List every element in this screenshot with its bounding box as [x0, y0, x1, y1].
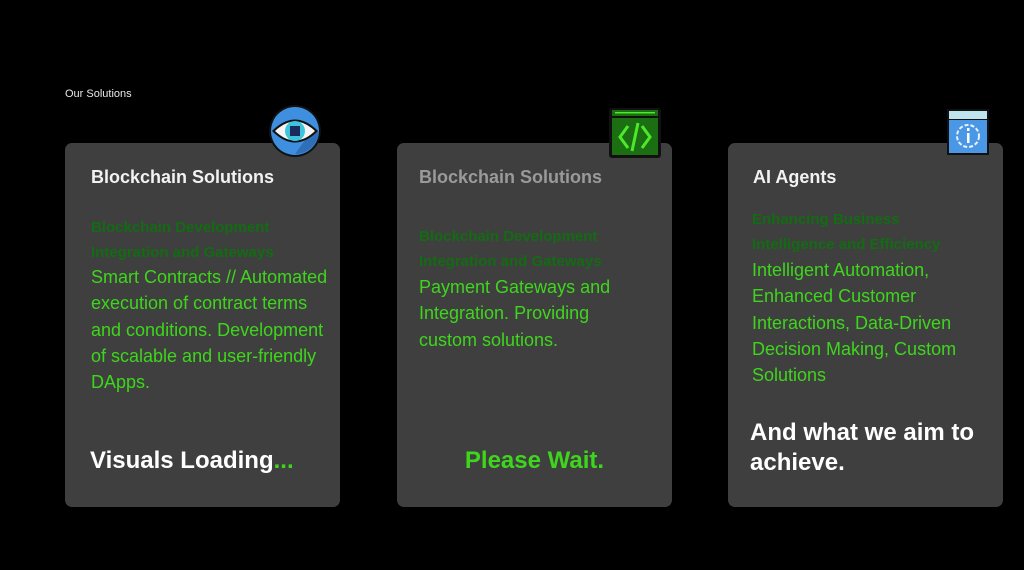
solution-card-ai-agents: AI Agents Enhancing Business Intelligenc… — [728, 143, 1003, 507]
subtitle-line: Enhancing Business — [752, 211, 900, 228]
card-body: Intelligent Automation, Enhanced Custome… — [752, 260, 957, 386]
card-body: Smart Contracts // Automated execution o… — [91, 267, 328, 393]
section-label: Our Solutions — [65, 88, 132, 100]
subtitle-line: Intelligence and Efficiency — [752, 236, 941, 253]
card-footer: And what we aim to achieve. — [750, 419, 975, 476]
subtitle-line: Integration and Gateways — [91, 244, 274, 261]
card-title: Blockchain Solutions — [419, 167, 603, 187]
loading-dots: ... — [273, 447, 294, 474]
solution-card-blockchain: Blockchain Solutions Blockchain Developm… — [65, 143, 340, 507]
card-subtitle: Blockchain Development Integration and G… — [419, 224, 602, 274]
card-subtitle: Blockchain Development Integration and G… — [91, 215, 274, 265]
card-body: Payment Gateways and Integration. Provid… — [419, 277, 611, 350]
card-footer: Please Wait. — [464, 447, 605, 474]
footer-text: Visuals Loading — [90, 447, 274, 474]
code-window-icon — [609, 108, 661, 158]
eye-icon — [269, 105, 321, 157]
card-footer: Visuals Loading... — [90, 446, 294, 476]
subtitle-line: Blockchain Development — [91, 219, 270, 236]
card-title: Blockchain Solutions — [91, 167, 275, 187]
subtitle-line: Blockchain Development — [419, 228, 598, 245]
solution-card-payments: Blockchain Solutions Blockchain Developm… — [397, 143, 672, 507]
info-book-icon — [947, 109, 989, 155]
card-subtitle: Enhancing Business Intelligence and Effi… — [752, 207, 940, 257]
card-title: AI Agents — [753, 167, 837, 187]
subtitle-line: Integration and Gateways — [419, 253, 602, 270]
